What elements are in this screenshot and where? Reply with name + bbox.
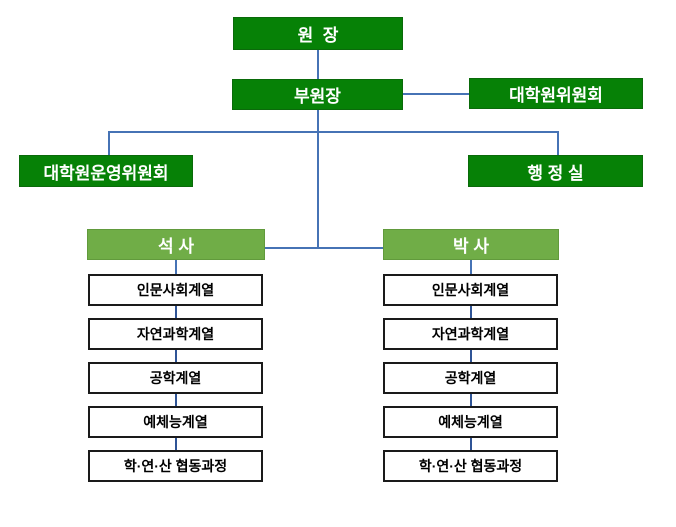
org-box-operating-committee: 대학원운영위원회 [19, 155, 193, 187]
connector-masters-item-3-4 [175, 394, 177, 406]
connector-masters-item-1-2 [175, 306, 177, 318]
org-box-doctoral-arts-sports-label: 예체능계열 [438, 414, 503, 430]
org-box-graduate-committee-label: 대학원위원회 [509, 86, 603, 105]
org-box-graduate-committee: 대학원위원회 [469, 78, 643, 109]
connector-drop-operating-committee [108, 131, 110, 155]
org-box-doctoral-engineering: 공학계열 [383, 362, 558, 394]
org-box-doctoral-cooperative-label: 학·연·산 협동과정 [418, 458, 523, 474]
org-box-masters-humanities: 인문사회계열 [88, 274, 263, 306]
org-box-director-label: 원 장 [297, 26, 339, 45]
org-box-masters-label: 석 사 [157, 237, 194, 256]
org-box-masters-arts-sports-label: 예체능계열 [143, 414, 208, 430]
connector-vice-down [317, 110, 319, 249]
org-box-masters-cooperative: 학·연·산 협동과정 [88, 450, 263, 482]
connector-director-vice [317, 50, 319, 79]
org-box-masters-natural-science: 자연과학계열 [88, 318, 263, 350]
connector-masters-item-2-3 [175, 350, 177, 362]
connector-masters-doctoral [265, 247, 383, 249]
connector-doctoral-down [470, 260, 472, 274]
connector-doctoral-item-4-5 [470, 438, 472, 450]
org-box-vice-director: 부원장 [232, 79, 403, 110]
org-box-admin-office: 행 정 실 [468, 155, 643, 187]
org-box-masters-cooperative-label: 학·연·산 협동과정 [123, 458, 228, 474]
connector-doctoral-item-3-4 [470, 394, 472, 406]
org-box-doctoral-cooperative: 학·연·산 협동과정 [383, 450, 558, 482]
org-box-masters-natural-science-label: 자연과학계열 [136, 326, 215, 342]
org-box-admin-office-label: 행 정 실 [527, 163, 584, 183]
connector-level3-horizontal [108, 131, 559, 133]
org-box-doctoral-humanities: 인문사회계열 [383, 274, 558, 306]
org-box-doctoral-label: 박 사 [452, 237, 489, 256]
connector-masters-down [175, 260, 177, 274]
org-box-doctoral-natural-science: 자연과학계열 [383, 318, 558, 350]
org-box-doctoral-natural-science-label: 자연과학계열 [431, 326, 510, 342]
org-box-doctoral-arts-sports: 예체능계열 [383, 406, 558, 438]
org-box-operating-committee-label: 대학원운영위원회 [43, 163, 169, 183]
org-box-masters-engineering-label: 공학계열 [149, 370, 202, 386]
org-box-doctoral: 박 사 [383, 229, 559, 260]
connector-drop-admin-office [557, 131, 559, 155]
connector-doctoral-item-1-2 [470, 306, 472, 318]
connector-doctoral-item-2-3 [470, 350, 472, 362]
connector-vice-graduate-committee [403, 93, 469, 95]
org-box-masters-engineering: 공학계열 [88, 362, 263, 394]
org-box-masters-humanities-label: 인문사회계열 [136, 282, 215, 298]
org-box-vice-director-label: 부원장 [294, 87, 341, 106]
connector-masters-item-4-5 [175, 438, 177, 450]
org-box-director: 원 장 [233, 17, 403, 50]
org-box-doctoral-humanities-label: 인문사회계열 [431, 282, 510, 298]
org-box-masters-arts-sports: 예체능계열 [88, 406, 263, 438]
org-box-doctoral-engineering-label: 공학계열 [444, 370, 497, 386]
org-box-masters: 석 사 [87, 229, 265, 260]
